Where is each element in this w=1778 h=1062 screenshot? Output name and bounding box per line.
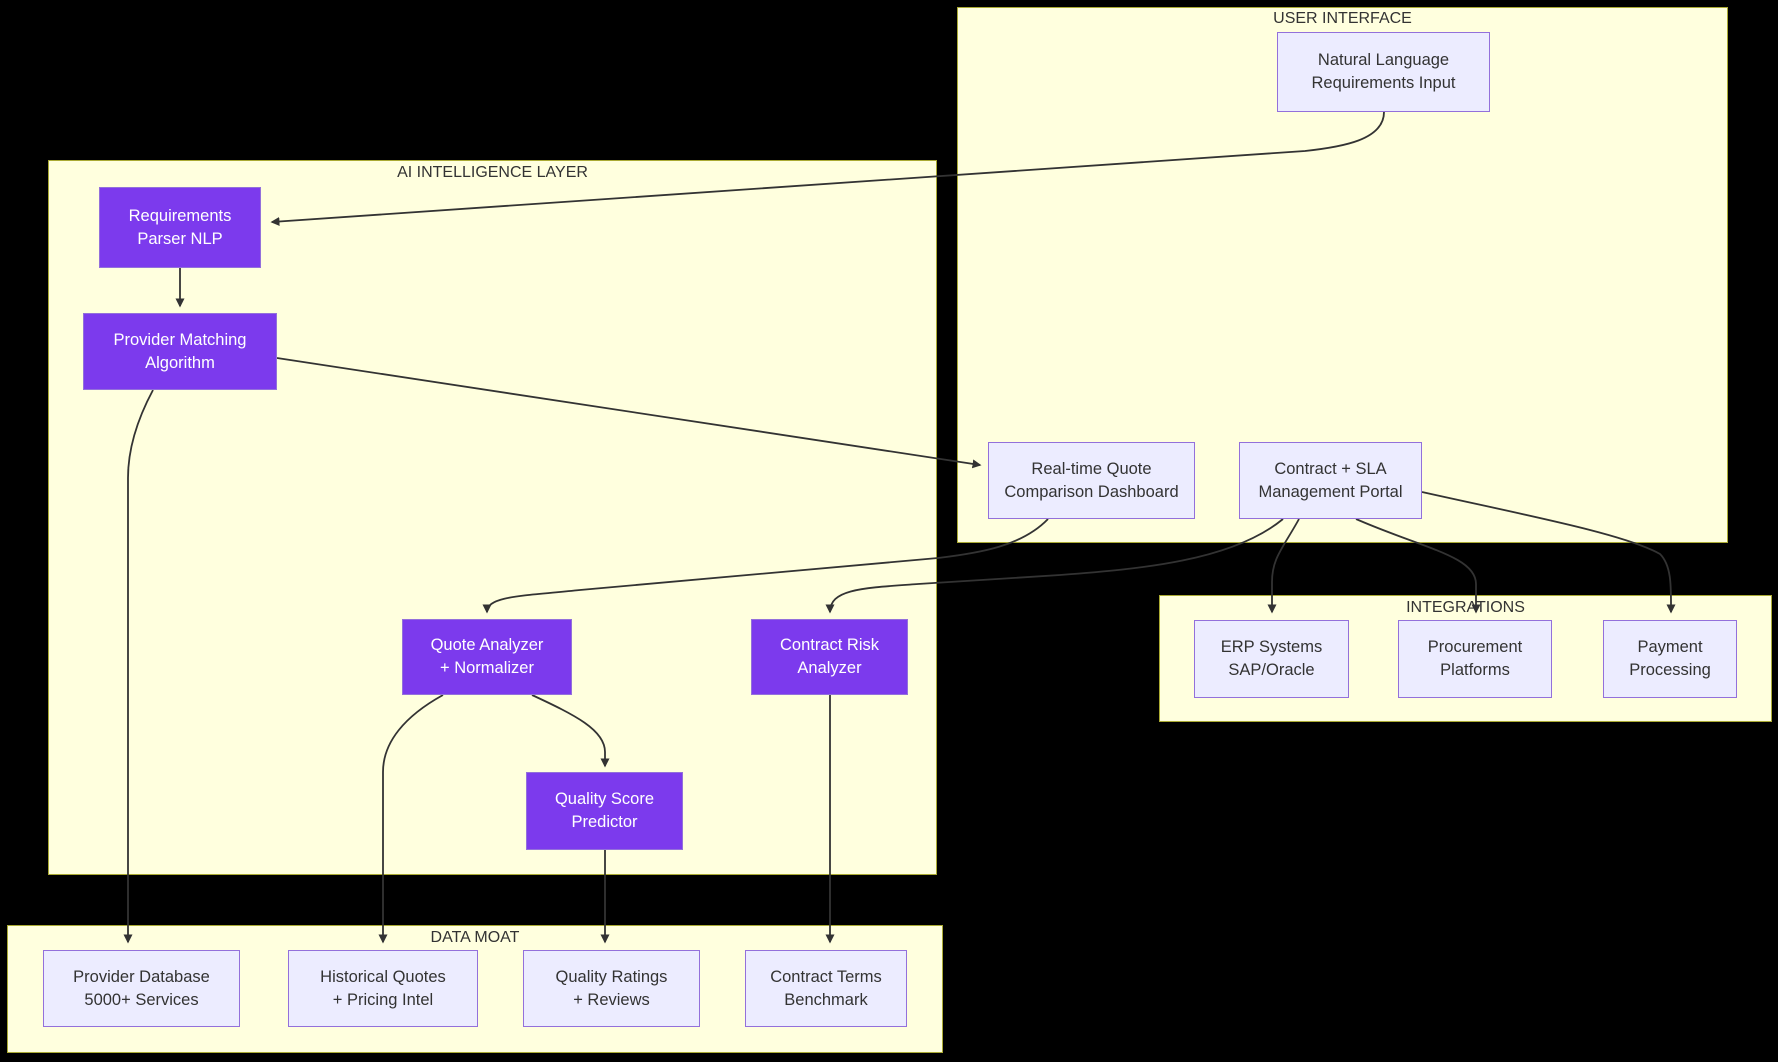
node-label: Natural Language: [1317, 51, 1450, 69]
node-label: Quality Ratings: [555, 967, 668, 986]
node-label: SAP/Oracle: [1228, 661, 1315, 679]
node-label: Contract Risk: [779, 636, 880, 654]
node-label: Analyzer: [797, 659, 862, 677]
node-label: Algorithm: [145, 353, 215, 372]
node-label: 5000+ Services: [84, 990, 199, 1009]
node-label: Contract Terms: [770, 967, 882, 986]
node-contract-risk-analyzer: Contract Risk Analyzer: [751, 619, 908, 695]
node-label: Provider Database: [73, 967, 210, 986]
node-label: Contract + SLA: [1274, 459, 1387, 478]
edge-portal-to-procurement: [1355, 518, 1481, 614]
node-quality-ratings-reviews: Quality Ratings + Reviews: [523, 950, 700, 1027]
edge-quote-analyzer-to-quality-score: [531, 694, 610, 768]
node-label: Quality Score: [554, 790, 655, 808]
node-erp-systems-sap-oracle: ERP Systems SAP/Oracle: [1194, 620, 1349, 698]
node-provider-matching-algorithm: Provider Matching Algorithm: [83, 313, 277, 390]
node-label: ERP Systems: [1220, 638, 1323, 656]
node-label: Management Portal: [1258, 482, 1403, 501]
node-label: + Reviews: [573, 990, 650, 1009]
node-quote-analyzer-normalizer: Quote Analyzer + Normalizer: [402, 619, 572, 695]
node-realtime-quote-comparison-dashboard: Real-time Quote Comparison Dashboard: [988, 442, 1195, 519]
edge-portal-to-payment: [1421, 491, 1676, 614]
node-requirements-parser-nlp: Requirements Parser NLP: [99, 187, 261, 268]
node-provider-database-5000-services: Provider Database 5000+ Services: [43, 950, 240, 1027]
edge-quote-analyzer-to-historical: [378, 694, 444, 944]
node-historical-quotes-pricing-intel: Historical Quotes + Pricing Intel: [288, 950, 478, 1027]
node-label: Provider Matching: [113, 330, 247, 349]
container-user-interface-title: USER INTERFACE: [1273, 10, 1412, 27]
node-label: Comparison Dashboard: [1004, 482, 1179, 501]
node-contract-sla-management-portal: Contract + SLA Management Portal: [1239, 442, 1422, 519]
node-label: Benchmark: [784, 990, 868, 1009]
edge-portal-to-erp: [1267, 518, 1300, 614]
node-label: Procurement: [1427, 638, 1523, 656]
node-label: Processing: [1629, 661, 1711, 679]
edge-dashboard-to-quote-analyzer: [482, 518, 1049, 614]
container-ai-intelligence-layer-title: AI INTELLIGENCE LAYER: [397, 164, 588, 181]
node-contract-terms-benchmark: Contract Terms Benchmark: [745, 950, 907, 1027]
node-payment-processing: Payment Processing: [1603, 620, 1737, 698]
container-ai-intelligence-layer: [48, 160, 937, 875]
edge-provider-matching-to-provider-db: [123, 389, 154, 944]
node-quality-score-predictor: Quality Score Predictor: [526, 772, 683, 850]
node-label: + Pricing Intel: [332, 990, 434, 1009]
node-label: Historical Quotes: [320, 967, 446, 986]
node-natural-language-requirements-input: Natural Language Requirements Input: [1277, 32, 1490, 112]
node-label: Requirements Input: [1311, 74, 1456, 92]
node-label: Real-time Quote: [1031, 459, 1152, 478]
container-data-moat-title: DATA MOAT: [430, 929, 520, 946]
node-label: + Normalizer: [440, 659, 534, 677]
node-label: Payment: [1637, 638, 1703, 656]
container-integrations-title: INTEGRATIONS: [1406, 599, 1525, 616]
node-label: Quote Analyzer: [430, 636, 544, 654]
node-label: Parser NLP: [137, 229, 223, 248]
edge-portal-to-contract-risk: [825, 518, 1284, 614]
edge-nl-input-to-req-parser: [270, 111, 1385, 226]
node-label: Predictor: [571, 813, 638, 831]
node-label: Requirements: [128, 206, 232, 225]
node-label: Platforms: [1440, 661, 1510, 679]
node-procurement-platforms: Procurement Platforms: [1398, 620, 1552, 698]
edge-provider-matching-to-dashboard: [276, 357, 982, 469]
